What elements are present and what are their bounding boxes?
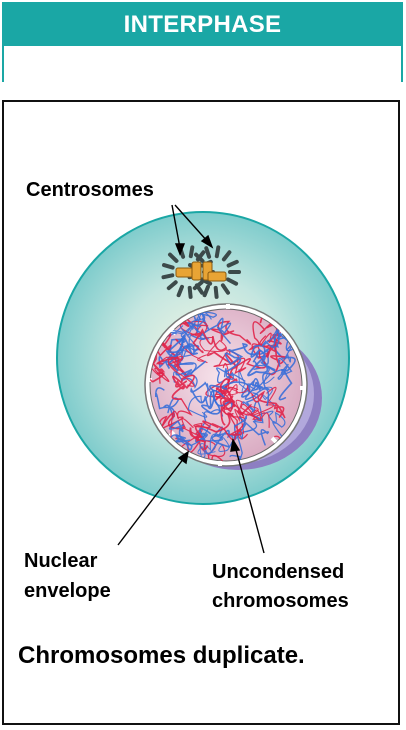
chromatin-strand [242, 392, 264, 424]
microtubule [162, 263, 175, 270]
header-left-tick [2, 46, 4, 82]
chromatin-strand [244, 372, 270, 407]
microtubule [161, 273, 175, 280]
microtubule [200, 277, 213, 286]
centrosomes-label: Centrosomes [26, 179, 154, 201]
microtubule [192, 280, 204, 291]
chromatin-strand [272, 336, 296, 401]
chromatin-strand [219, 378, 235, 426]
chromatin-strand [171, 374, 195, 400]
microtubule [214, 245, 221, 259]
microtubule [188, 245, 195, 259]
microtubule [213, 285, 219, 299]
chromatin-strand [187, 381, 217, 418]
chromatin-strand [240, 386, 277, 429]
chromatin-strand [150, 340, 179, 383]
chromatin-strand [175, 336, 227, 364]
chromatin-strand [156, 356, 195, 387]
microtubule [194, 252, 205, 263]
header-right-tick [401, 46, 403, 82]
chromatin-strand [190, 328, 227, 354]
diagram-panel [2, 100, 400, 725]
nuclear-envelope-label-line1: Nuclear [24, 550, 98, 572]
microtubule [220, 283, 230, 295]
microtubule [166, 280, 178, 291]
chromatin-strand [169, 420, 193, 451]
centriole-pair-right [202, 261, 227, 282]
chromatin-strand [224, 342, 259, 373]
microtubule [226, 277, 239, 286]
chromatin-strand [233, 415, 270, 446]
chromatin-strand [235, 321, 273, 369]
chromatin-strand [202, 420, 243, 441]
microtubule [176, 284, 184, 298]
chromatin-strand [199, 427, 236, 455]
microtubule [204, 246, 212, 259]
pointer-arrows [117, 204, 265, 554]
caption: Chromosomes duplicate. [18, 642, 305, 669]
chromatin-strand [189, 412, 235, 451]
nuclear-envelope-label-line2: envelope [24, 580, 111, 602]
chromatin-strand [234, 399, 259, 434]
uncondensed-chromosomes-label-line1: Uncondensed [212, 561, 345, 583]
microtubule [187, 285, 193, 299]
page-title: INTERPHASE [123, 11, 282, 38]
chromatin-strand [251, 390, 286, 419]
chromatin-strand [216, 367, 246, 384]
chromatin-strand [247, 357, 293, 391]
microtubule [221, 250, 232, 262]
chromatin-strand [247, 344, 276, 377]
microtubule [226, 259, 239, 268]
microtubule [168, 252, 179, 263]
chromatin-strand [188, 309, 217, 328]
header-band: INTERPHASE [2, 2, 403, 46]
chromatin [150, 309, 302, 461]
uncondensed-chromosomes-label-line2: chromosomes [212, 590, 349, 612]
centriole-pair-left [175, 261, 202, 281]
chromatin-strand [258, 343, 288, 376]
microtubule [202, 284, 210, 298]
chromatin-strand [165, 336, 200, 358]
chromatin-strand [165, 334, 207, 378]
chromatin-strand [197, 433, 230, 459]
